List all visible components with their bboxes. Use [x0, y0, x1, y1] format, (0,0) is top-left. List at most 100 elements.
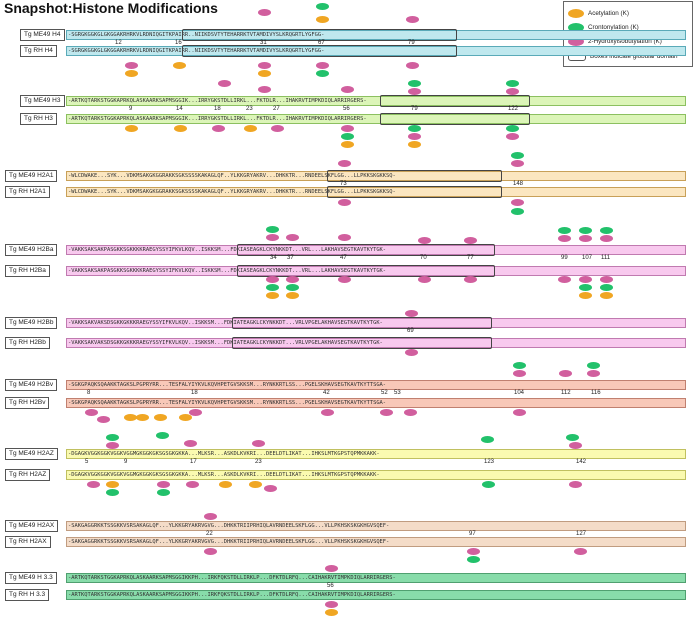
khib-mark	[85, 409, 98, 416]
globular-domain-box	[237, 265, 495, 277]
khib-mark	[559, 370, 572, 377]
kcr-mark	[157, 489, 170, 496]
sequence-text-h2ax-me49: -SAKGAGGRKKTSSGKKVSRSAKAGLQF...YLKKGRYAK…	[68, 523, 390, 529]
khib-mark	[286, 276, 299, 283]
khib-mark	[406, 62, 419, 69]
residue-number: 17	[190, 459, 197, 465]
khib-mark	[408, 133, 421, 140]
residue-number: 22	[206, 531, 213, 537]
kcr-mark	[558, 227, 571, 234]
residue-number: 111	[601, 255, 611, 261]
kcr-mark	[106, 489, 119, 496]
residue-number: 73	[340, 181, 347, 187]
residue-number: 56	[327, 583, 334, 589]
kcr-mark	[482, 481, 495, 488]
kac-mark	[600, 292, 613, 299]
kcr-mark	[467, 556, 480, 563]
sequence-label-h2az-rh: Tg RH H2AZ	[5, 469, 51, 481]
khib-mark	[258, 9, 271, 16]
kac-mark	[258, 70, 271, 77]
residue-number: 104	[514, 390, 525, 396]
khib-mark	[405, 349, 418, 356]
kcr-mark	[316, 3, 329, 10]
kcr-mark	[600, 284, 613, 291]
khib-mark	[325, 565, 338, 572]
kcr-mark	[579, 284, 592, 291]
residue-number: 148	[513, 181, 524, 187]
residue-number: 70	[420, 255, 427, 261]
khib-mark	[321, 409, 334, 416]
kcr-mark	[341, 133, 354, 140]
sequence-label-h4-rh: Tg RH H4	[20, 45, 57, 57]
sequence-bar-h2bv-me49	[66, 380, 686, 390]
kcr-mark	[513, 362, 526, 369]
sequence-text-h2bb-me49: -VAKKSAKVAKSDSGKKGKKKRAEGYSSYIFKVLKQV..I…	[68, 320, 383, 326]
khib-mark	[467, 548, 480, 555]
khib-mark	[511, 160, 524, 167]
sequence-text-h3-me49: -ARTKQTARKSTGGKAPRKQLASKAARKSAPMSGGIK...…	[68, 98, 367, 104]
residue-number: 31	[260, 40, 267, 46]
kcr-mark	[481, 436, 494, 443]
kac-mark	[179, 414, 192, 421]
kcr-mark	[408, 125, 421, 132]
kac-mark	[136, 414, 149, 421]
khib-mark	[511, 199, 524, 206]
kac-mark	[124, 414, 137, 421]
globular-domain-box	[327, 170, 502, 182]
khib-mark	[184, 440, 197, 447]
kcr-mark	[511, 152, 524, 159]
kac-mark	[341, 141, 354, 148]
sequence-bar-h2az-me49	[66, 449, 686, 459]
khib-mark	[418, 276, 431, 283]
sequence-label-h2ax-me49: Tg ME49 H2AX	[5, 520, 59, 532]
khib-mark	[338, 276, 351, 283]
sequence-bar-h2ax-rh	[66, 537, 686, 547]
khib-mark	[258, 62, 271, 69]
residue-number: 23	[246, 106, 253, 112]
sequence-label-h33-rh: Tg RH H 3.3	[5, 589, 50, 601]
sequence-label-h2ba-rh: Tg RH H2Ba	[5, 265, 50, 277]
sequence-label-h2ax-rh: Tg RH H2AX	[5, 536, 51, 548]
residue-number: 79	[411, 106, 418, 112]
kcr-mark	[566, 434, 579, 441]
residue-number: 9	[124, 459, 128, 465]
legend-item-kcr: Crontonylation (K)	[568, 20, 639, 34]
sequence-label-h2bv-me49: Tg ME49 H2Bv	[5, 379, 58, 391]
khib-mark	[574, 548, 587, 555]
kcr-mark	[579, 227, 592, 234]
khib-mark	[418, 237, 431, 244]
khib-mark	[338, 234, 351, 241]
kcr-mark	[511, 208, 524, 215]
sequence-text-h2ax-rh: -SAKGAGGRKKTSSGKKVSRSAKAGLQF...YLKKGRYAK…	[68, 539, 390, 545]
globular-domain-box	[232, 337, 492, 349]
sequence-bar-h2ba-me49	[66, 245, 686, 255]
kac-mark	[579, 292, 592, 299]
sequence-bar-h4-rh	[66, 46, 686, 56]
sequence-label-h3-rh: Tg RH H3	[20, 113, 57, 125]
khib-mark	[316, 62, 329, 69]
residue-number: 112	[561, 390, 571, 396]
kac-mark	[106, 481, 119, 488]
figure-title: Snapshot:Histone Modifications	[4, 0, 218, 16]
sequence-bar-h2bv-rh	[66, 398, 686, 408]
residue-number: 69	[407, 328, 414, 334]
kac-mark	[174, 125, 187, 132]
kac-mark	[266, 292, 279, 299]
globular-domain-box	[182, 45, 457, 57]
sequence-label-h2ba-me49: Tg ME49 H2Ba	[5, 244, 58, 256]
khib-mark	[408, 88, 421, 95]
sequence-label-h2bb-me49: Tg ME49 H2Bb	[5, 317, 58, 329]
kcr-mark	[106, 434, 119, 441]
residue-number: 23	[255, 459, 262, 465]
khib-marker-icon	[568, 36, 584, 46]
sequence-text-h2bb-rh: -VAKKSAKVAKSDSGKKGKKKRAEGYSSYIFKVLKQV..I…	[68, 340, 383, 346]
residue-number: 9	[129, 106, 133, 112]
sequence-bar-h2bb-me49	[66, 318, 686, 328]
khib-mark	[569, 442, 582, 449]
khib-mark	[286, 234, 299, 241]
khib-mark	[464, 276, 477, 283]
residue-number: 14	[176, 106, 183, 112]
residue-number: 16	[175, 40, 182, 46]
kac-mark	[249, 481, 262, 488]
